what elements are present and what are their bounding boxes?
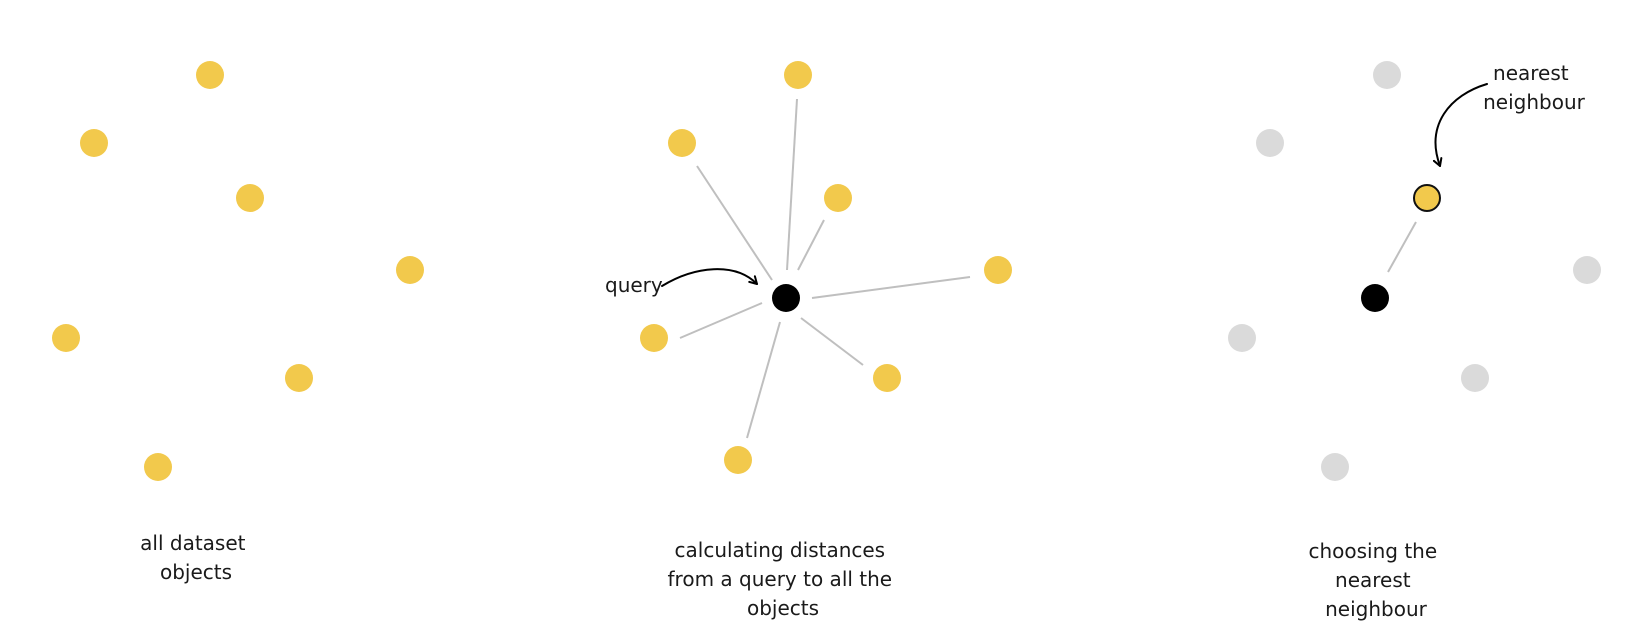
dataset-point (640, 324, 668, 352)
dataset-point (873, 364, 901, 392)
dataset-point (52, 324, 80, 352)
dataset-point (196, 61, 224, 89)
panel-caption: choosing the nearest neighbour (1308, 539, 1443, 621)
dataset-point (984, 256, 1012, 284)
query-arrow (661, 268, 758, 287)
dataset-point (236, 184, 264, 212)
nearest-arrow (1432, 83, 1488, 167)
nearest-distance-line (1387, 221, 1417, 273)
panel-dataset: all dataset objects (52, 61, 424, 584)
panel-caption: all dataset objects (140, 531, 252, 584)
dataset-point (784, 61, 812, 89)
panel-distances: query calculating distances from a query… (605, 61, 1012, 620)
dimmed-point (1573, 256, 1601, 284)
nearest-neighbour-point (1413, 184, 1441, 212)
dataset-point (285, 364, 313, 392)
dataset-point (724, 446, 752, 474)
distance-line (786, 98, 798, 271)
dataset-point (396, 256, 424, 284)
query-point (1361, 284, 1389, 312)
nearest-label: nearest neighbour (1483, 61, 1586, 114)
distance-line (811, 276, 971, 299)
dataset-point (824, 184, 852, 212)
distance-line (696, 165, 773, 281)
dataset-point (668, 129, 696, 157)
dimmed-point (1321, 453, 1349, 481)
dimmed-point (1373, 61, 1401, 89)
distance-line (679, 302, 763, 339)
dataset-point (80, 129, 108, 157)
distance-line (746, 321, 781, 439)
dimmed-point (1461, 364, 1489, 392)
distance-line (797, 219, 825, 271)
dimmed-point (1228, 324, 1256, 352)
query-point (772, 284, 800, 312)
distance-line (800, 317, 864, 366)
panel-caption: calculating distances from a query to al… (668, 538, 899, 620)
query-label: query (605, 273, 663, 297)
dataset-point (144, 453, 172, 481)
panel-nearest: nearest neighbour choosing the nearest n… (1228, 61, 1601, 621)
dimmed-point (1256, 129, 1284, 157)
